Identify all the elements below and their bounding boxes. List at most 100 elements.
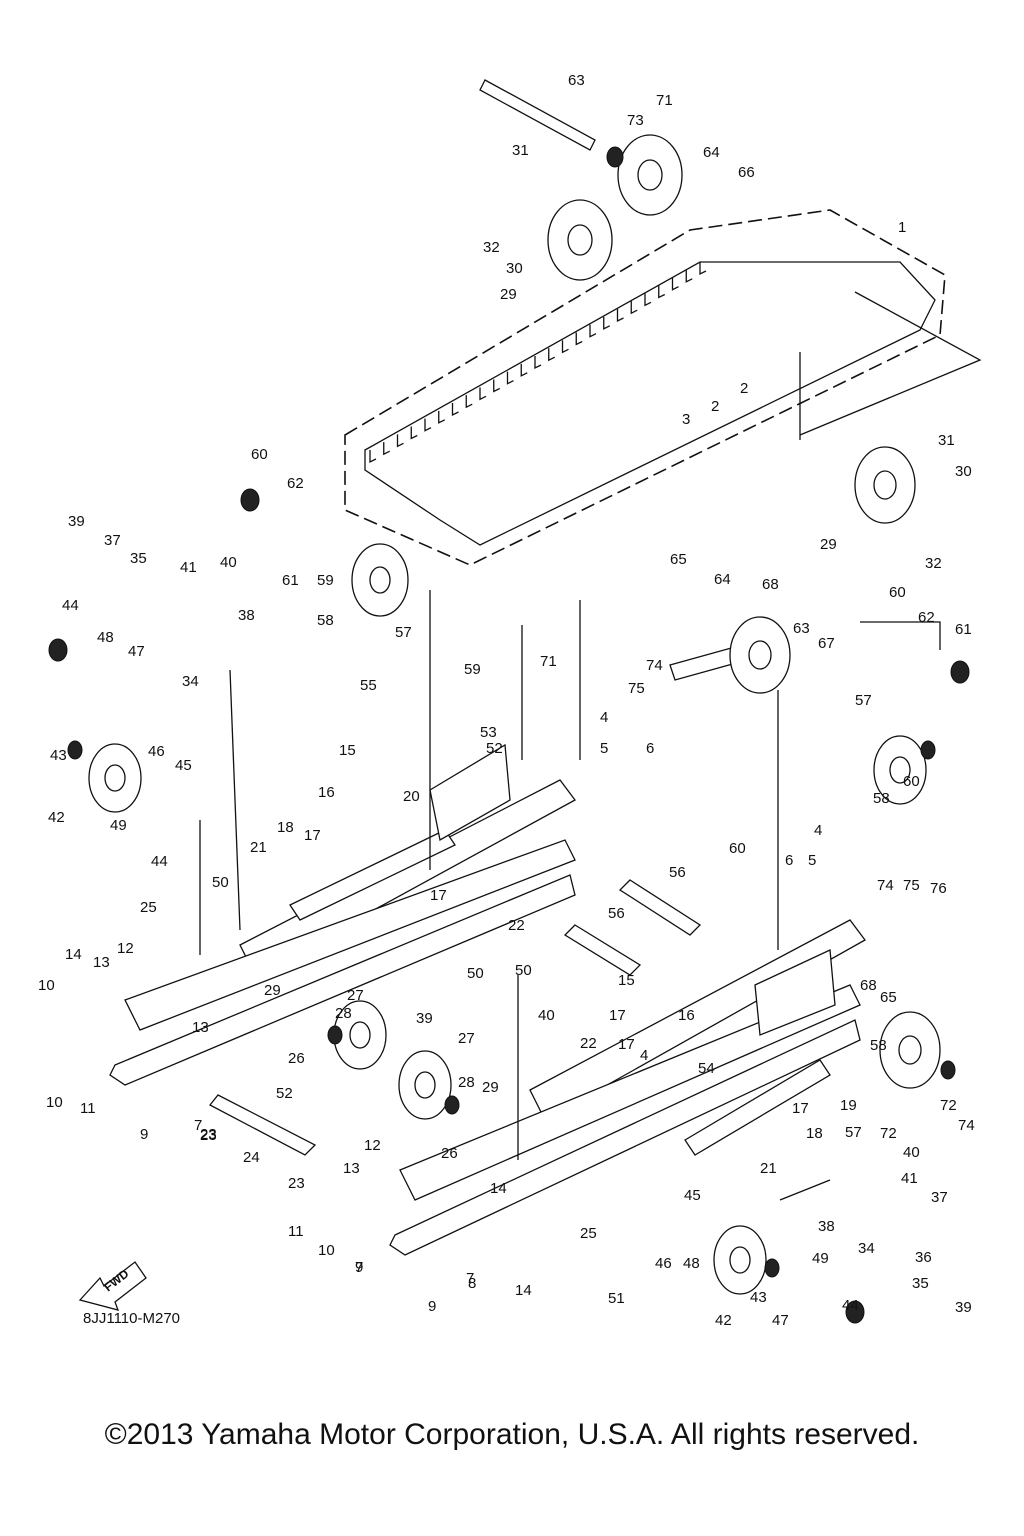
callout-label: 42 [48, 809, 65, 826]
callout-label: 49 [110, 817, 127, 834]
track-lug [465, 395, 473, 409]
callout-label: 72 [880, 1125, 897, 1142]
forward-direction-arrow: FWD [78, 1261, 147, 1311]
callout-label: 58 [873, 790, 890, 807]
callout-label: 74 [958, 1117, 975, 1134]
callout-label: 14 [515, 1282, 532, 1299]
callout-label: 60 [251, 446, 268, 463]
callout-label: 4 [600, 709, 608, 726]
callout-label: 46 [655, 1255, 672, 1272]
callout-label: 38 [818, 1218, 835, 1235]
track-lug [369, 450, 377, 464]
callout-label: 75 [628, 680, 645, 697]
callout-label: 48 [97, 629, 114, 646]
callout-label: 17 [609, 1007, 626, 1024]
track-lug [589, 324, 597, 338]
callout-label: 47 [128, 643, 145, 660]
callout-label: 18 [277, 819, 294, 836]
callout-label: 6 [646, 740, 654, 757]
callout-label: 15 [618, 972, 635, 989]
callout-label: 49 [812, 1250, 829, 1267]
callout-label: 52 [276, 1085, 293, 1102]
track-lug [603, 316, 611, 330]
callout-label: 17 [792, 1100, 809, 1117]
callout-label: 32 [483, 239, 500, 256]
callout-label: 15 [339, 742, 356, 759]
callout-label: 43 [750, 1289, 767, 1306]
callout-label: 60 [903, 773, 920, 790]
copyright-notice: ©2013 Yamaha Motor Corporation, U.S.A. A… [104, 1418, 920, 1451]
callout-label: 40 [538, 1007, 555, 1024]
callout-label: 59 [464, 661, 481, 678]
callout-label: 4 [640, 1047, 648, 1064]
callout-label: 25 [580, 1225, 597, 1242]
callout-label: 7 [355, 1259, 363, 1276]
callout-label: 29 [500, 286, 517, 303]
track-lug [658, 285, 666, 299]
left-slide-rail [109, 743, 576, 1086]
callout-label: 39 [68, 513, 85, 530]
callout-label: 31 [512, 142, 529, 159]
callout-label: 13 [93, 954, 110, 971]
callout-label: 76 [930, 880, 947, 897]
callout-label: 34 [182, 673, 199, 690]
callout-label: 9 [428, 1298, 436, 1315]
track-lug [699, 262, 707, 276]
callout-label: 26 [288, 1050, 305, 1067]
callout-label: 53 [480, 724, 497, 741]
callout-label: 58 [317, 612, 334, 629]
callout-label: 50 [515, 962, 532, 979]
callout-label: 62 [918, 609, 935, 626]
callout-label: 68 [762, 576, 779, 593]
callout-label: 57 [395, 624, 412, 641]
callout-label: 64 [703, 144, 720, 161]
callout-label: 74 [877, 877, 894, 894]
track-lug [396, 434, 404, 448]
callout-label: 3 [682, 411, 690, 428]
callout-label: 17 [430, 887, 447, 904]
callout-label: 59 [317, 572, 334, 589]
callout-label: 50 [212, 874, 229, 891]
callout-label: 74 [646, 657, 663, 674]
callout-label: 35 [912, 1275, 929, 1292]
callout-label: 29 [820, 536, 837, 553]
track-lug [616, 309, 624, 323]
callout-label: 10 [46, 1094, 63, 1111]
track-lug [671, 277, 679, 291]
callout-label: 45 [684, 1187, 701, 1204]
callout-label: 6 [785, 852, 793, 869]
callout-label: 62 [287, 475, 304, 492]
callout-label: 39 [955, 1299, 972, 1316]
callout-label: 11 [80, 1100, 96, 1117]
track-lug [644, 293, 652, 307]
track-lug [383, 442, 391, 456]
callout-label: 23 [200, 1127, 217, 1144]
callout-label: 42 [715, 1312, 732, 1329]
track-lug [451, 403, 459, 417]
bearings-and-washers [48, 146, 970, 1324]
callout-label: 21 [760, 1160, 777, 1177]
callout-label: 23 [288, 1175, 305, 1192]
callout-label: 72 [940, 1097, 957, 1114]
callout-label: 14 [65, 946, 82, 963]
callout-label: 12 [364, 1137, 381, 1154]
callout-label: 65 [880, 989, 897, 1006]
callout-label: 60 [889, 584, 906, 601]
callout-label: 52 [486, 740, 503, 757]
callout-label: 4 [814, 822, 822, 839]
callout-label: 35 [130, 550, 147, 567]
callout-label: 44 [151, 853, 168, 870]
track-lug [479, 387, 487, 401]
callout-label: 17 [304, 827, 321, 844]
callout-label: 13 [192, 1019, 209, 1036]
callout-label: 12 [117, 940, 134, 957]
callout-label: 9 [140, 1126, 148, 1143]
callout-label: 26 [441, 1145, 458, 1162]
callout-label: 61 [282, 572, 299, 589]
track-lug [506, 371, 514, 385]
callout-label: 75 [903, 877, 920, 894]
callout-label: 36 [915, 1249, 932, 1266]
callout-label: 10 [318, 1242, 335, 1259]
callout-label: 73 [627, 112, 644, 129]
